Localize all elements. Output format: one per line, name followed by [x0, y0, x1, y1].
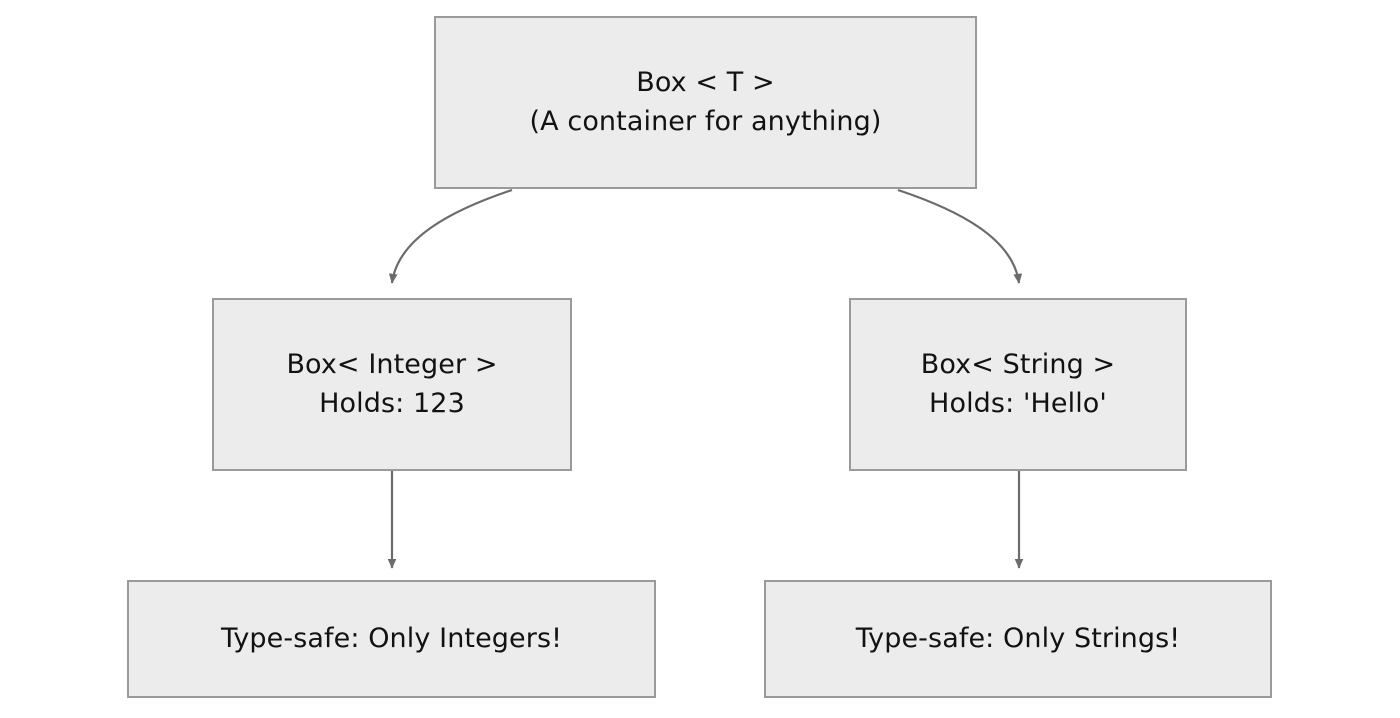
node-box-integer-line1: Box< Integer >	[286, 349, 498, 381]
node-box-generic-line2: (A container for anything)	[529, 105, 882, 137]
node-box-integer-line2: Holds: 123	[319, 387, 465, 419]
node-box-generic[interactable]: Box < T > (A container for anything)	[434, 16, 977, 189]
node-box-string-line1: Box< String >	[920, 349, 1116, 381]
node-typesafe-strings[interactable]: Type-safe: Only Strings!	[764, 580, 1272, 698]
node-box-string-line2: Holds: 'Hello'	[929, 387, 1107, 419]
edge-root-to-integer	[388, 188, 513, 284]
node-typesafe-strings-label: Type-safe: Only Strings!	[855, 622, 1181, 654]
node-box-string[interactable]: Box< String > Holds: 'Hello'	[849, 298, 1187, 471]
node-typesafe-integers-label: Type-safe: Only Integers!	[220, 622, 563, 654]
node-box-generic-line1: Box < T >	[636, 67, 775, 99]
node-box-integer[interactable]: Box< Integer > Holds: 123	[212, 298, 572, 471]
edge-root-to-string	[897, 188, 1023, 284]
node-typesafe-integers[interactable]: Type-safe: Only Integers!	[127, 580, 656, 698]
